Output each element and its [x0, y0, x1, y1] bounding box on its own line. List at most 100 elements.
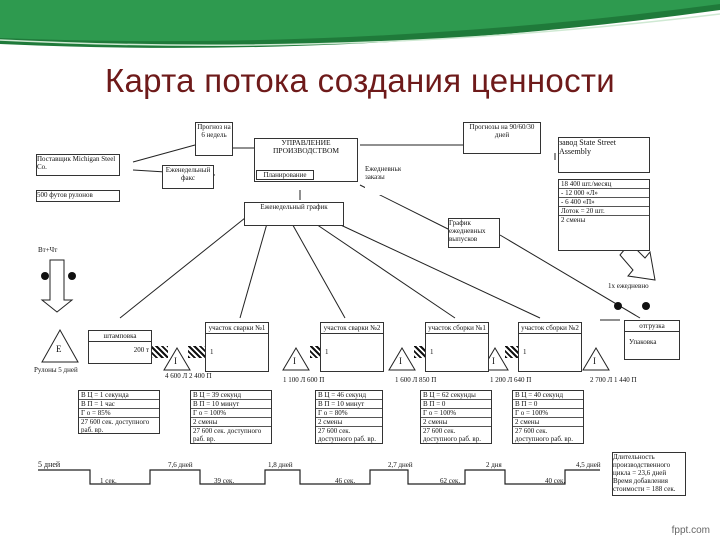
shifts: 2 смены: [316, 418, 382, 427]
timeline-days-4: 2 дня: [486, 461, 502, 469]
svg-text:I: I: [399, 356, 402, 366]
process-operators: 1: [210, 348, 214, 356]
supplier-forecast-text: Прогноз на 6 недель: [197, 123, 231, 139]
customer-delivery: 1х ежедневно: [608, 282, 649, 290]
process-assembly-2: участок сборки №2 1: [518, 322, 582, 372]
uptime: Г о = 80%: [316, 409, 382, 418]
supplier-name: Поставщик Michigan Steel Co.: [37, 155, 116, 171]
uptime: Г о = 100%: [421, 409, 491, 418]
daily-orders-text: Ежедневные заказы: [365, 165, 401, 181]
process-capacity: 200 т: [133, 346, 149, 354]
process-name: штамповка: [89, 331, 151, 342]
weekly-schedule: Еженедельный график: [244, 202, 344, 226]
svg-text:I: I: [492, 356, 495, 366]
supplier-box: Поставщик Michigan Steel Co.: [36, 154, 120, 176]
process-assembly-1: участок сборки №1 1: [425, 322, 489, 372]
daily-orders: Ежедневные заказы: [365, 165, 401, 195]
cycle-time: В Ц = 40 секунд: [513, 391, 583, 400]
supplier-info-text: 500 футов рулонов: [37, 191, 93, 199]
process-stamping: штамповка 200 т: [88, 330, 152, 364]
inventory-raw: Рулоны 5 дней: [34, 366, 78, 374]
timeline-sec-1: 39 сек.: [214, 477, 235, 485]
available-time: 27 600 сек. доступного раб. вр.: [423, 427, 481, 443]
push-arrow: [150, 346, 168, 358]
timeline-days-3: 2,7 дней: [388, 461, 413, 469]
process-data-assembly-2: В Ц = 40 секунд В П = 0 Г о = 100% 2 сме…: [512, 390, 584, 444]
daily-schedule: График ежедневных выпусков: [448, 218, 500, 248]
timeline-days-0: 5 дней: [38, 460, 61, 469]
timeline-days-1: 7,6 дней: [168, 461, 193, 469]
svg-text:E: E: [56, 344, 62, 354]
changeover-time: В П = 10 минут: [191, 400, 271, 409]
weekly-schedule-text: Еженедельный график: [260, 203, 328, 211]
inventory-5: 2 700 Л 1 440 П: [590, 376, 637, 384]
uptime: Г о = 100%: [191, 409, 271, 418]
changeover-time: В П = 0: [513, 400, 583, 409]
process-name: отгрузка: [625, 321, 679, 332]
footer-brand: fppt.com: [671, 525, 710, 536]
timeline-sec-3: 62 сек.: [440, 477, 461, 485]
timeline-days-2: 1,8 дней: [268, 461, 293, 469]
process-operators: 1: [325, 348, 329, 356]
process-welding-2: участок сварки №2 1: [320, 322, 384, 372]
supplier-forecast: Прогноз на 6 недель: [195, 122, 233, 156]
customer-batch: Лоток = 20 шт.: [559, 207, 649, 216]
process-shipping: отгрузка Упаковка: [624, 320, 680, 360]
customer-demand-p: - 6 400 «П»: [559, 198, 649, 207]
customer-demand-l: - 12 000 «Л»: [559, 189, 649, 198]
process-name: участок сварки №1: [206, 323, 268, 334]
process-data-stamping: В Ц = 1 секунда В П = 1 час Г о = 85% 27…: [78, 390, 160, 434]
process-data-welding-2: В Ц = 46 секунд В П = 10 минут Г о = 80%…: [315, 390, 383, 444]
process-packaging: Упаковка: [629, 338, 657, 346]
header-banner: [0, 0, 720, 48]
available-time: 27 600 сек. доступного раб. вр.: [193, 427, 262, 443]
customer-name: завод State Street Assembly: [559, 138, 616, 156]
available-time: 27 600 сек. доступного раб. вр.: [515, 427, 573, 443]
uptime: Г о = 100%: [513, 409, 583, 418]
shifts: 2 смены: [191, 418, 271, 427]
uptime: Г о = 85%: [79, 409, 159, 418]
svg-text:I: I: [293, 356, 296, 366]
customer-data: 18 400 шт./месяц - 12 000 «Л» - 6 400 «П…: [558, 179, 650, 251]
timeline-summary-text: Длительность производственного цикла = 2…: [613, 453, 676, 493]
cycle-time: В Ц = 62 секунды: [421, 391, 491, 400]
customer-forecast: Прогнозы на 90/60/30 дней: [463, 122, 541, 154]
process-operators: 1: [523, 348, 527, 356]
available-time: 27 600 сек. доступного раб. вр.: [318, 427, 376, 443]
process-name: участок сварки №2: [321, 323, 383, 334]
inventory-3: 1 600 Л 850 П: [395, 376, 437, 384]
shifts: 2 смены: [421, 418, 491, 427]
customer-shifts: 2 смены: [561, 216, 586, 224]
production-control-label: УПРАВЛЕНИЕ ПРОИЗВОДСТВОМ: [272, 138, 340, 155]
planning-box: Планирование: [256, 170, 314, 180]
customer-demand: 18 400 шт./месяц: [559, 180, 649, 189]
page-title: Карта потока создания ценности: [104, 62, 616, 99]
cycle-time: В Ц = 46 секунд: [316, 391, 382, 400]
svg-text:I: I: [174, 356, 177, 366]
cycle-time: В Ц = 39 секунд: [191, 391, 271, 400]
process-name: участок сборки №2: [519, 323, 581, 334]
timeline-sec-4: 40 сек.: [545, 477, 566, 485]
supplier-delivery: Вт+Чт: [38, 246, 58, 254]
planning-label: Планирование: [263, 171, 307, 179]
process-welding-1: участок сварки №1 1: [205, 322, 269, 372]
weekly-fax: Еженедельный факс: [162, 165, 214, 189]
available-time: 27 600 сек. доступного раб. вр.: [81, 418, 150, 434]
push-arrow: [505, 346, 521, 358]
inventory-4: 1 200 Л 640 П: [490, 376, 532, 384]
process-operators: 1: [430, 348, 434, 356]
timeline-sec-0: 1 сек.: [100, 477, 117, 485]
process-name: участок сборки №1: [426, 323, 488, 334]
supplier-info: 500 футов рулонов: [36, 190, 120, 202]
changeover-time: В П = 1 час: [79, 400, 159, 409]
customer-box: завод State Street Assembly: [558, 137, 650, 173]
changeover-time: В П = 10 минут: [316, 400, 382, 409]
cycle-time: В Ц = 1 секунда: [79, 391, 159, 400]
changeover-time: В П = 0: [421, 400, 491, 409]
timeline-summary: Длительность производственного цикла = 2…: [612, 452, 686, 496]
process-data-welding-1: В Ц = 39 секунд В П = 10 минут Г о = 100…: [190, 390, 272, 444]
svg-text:I: I: [593, 356, 596, 366]
timeline-sec-2: 46 сек.: [335, 477, 356, 485]
process-data-assembly-1: В Ц = 62 секунды В П = 0 Г о = 100% 2 см…: [420, 390, 492, 444]
push-arrow: [188, 346, 210, 358]
